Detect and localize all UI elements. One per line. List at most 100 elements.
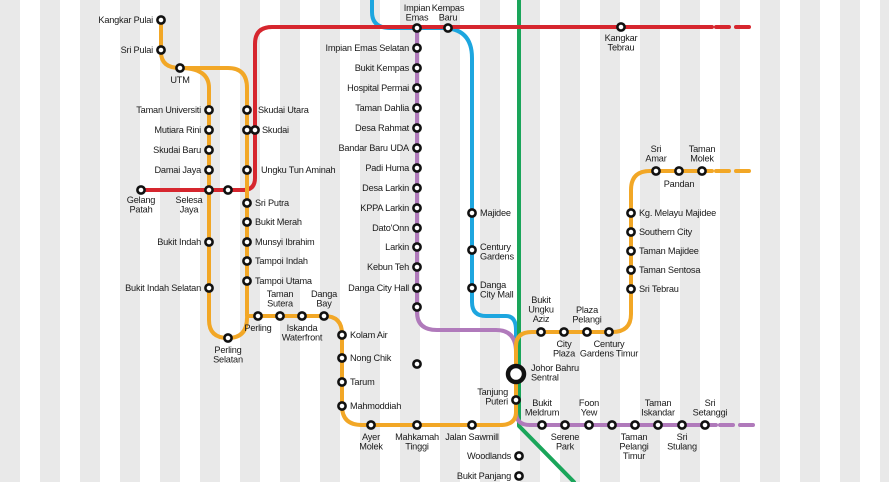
taman-majidee-station-marker[interactable] [626,246,636,256]
bukit-indah-label-line: Bukit Indah [157,237,201,247]
bukit-meldrum-station-marker[interactable] [537,420,547,430]
bukit-panjang-station-marker[interactable] [514,471,524,481]
taman-dahlia-station-marker[interactable] [412,103,422,113]
sri-tebrau-station-marker[interactable] [626,284,636,294]
ayer-molek-label-line: Molek [359,441,383,451]
skudai-utara-station-marker[interactable] [242,105,252,115]
pandan-station-marker[interactable] [674,166,684,176]
taman-sentosa-station-marker[interactable] [626,265,636,275]
woodlands-station-marker[interactable] [514,451,524,461]
taman-molek-station-marker[interactable] [697,166,707,176]
bukit-merah-label: Bukit Merah [255,217,302,227]
taman-pelangi-timur-second-marker[interactable] [630,420,640,430]
majidee-label-line: Majidee [480,208,511,218]
kg-melayu-majidee-label: Kg. Melayu Majidee [639,208,716,218]
bukit-ungku-aziz-station-marker[interactable] [536,327,546,337]
hospital-permai-station-marker[interactable] [412,83,422,93]
city-plaza-station-marker[interactable] [559,327,569,337]
kangkar-pulai-station-marker[interactable] [156,15,166,25]
danga-bay-station-marker[interactable] [319,311,329,321]
kebun-teh-station-marker[interactable] [412,262,422,272]
tanjung-puteri-station-marker[interactable] [511,395,521,405]
bukit-kempas-station-marker[interactable] [412,63,422,73]
sri-stulang-station-marker[interactable] [677,420,687,430]
bukit-indah-selatan-station-marker[interactable] [204,283,214,293]
perling-station-marker[interactable] [253,311,263,321]
tampoi-utama-station-marker[interactable] [242,276,252,286]
kg-melayu-majidee-station-marker[interactable] [626,208,636,218]
kangkar-tebrau-station-marker[interactable] [616,22,626,32]
sri-pulai-station-marker[interactable] [156,45,166,55]
impian-emas-selatan-station-marker[interactable] [412,43,422,53]
century-gardens-station-marker[interactable] [467,245,477,255]
mutiara-rini-station-marker[interactable] [204,125,214,135]
impian-emas-station-marker[interactable] [412,23,422,33]
plaza-pelangi-station-marker[interactable] [582,327,592,337]
padi-huma-station-marker[interactable] [412,163,422,173]
southern-city-station-marker[interactable] [626,227,636,237]
skudai-baru-station-marker[interactable] [204,145,214,155]
skudai-station-marker[interactable] [242,125,252,135]
damai-jaya-station-marker[interactable] [204,165,214,175]
taman-universiti-station-marker[interactable] [204,105,214,115]
jalan-sawmill-station-marker[interactable] [467,420,477,430]
tarum-station-marker[interactable] [337,377,347,387]
sri-amar-station-marker[interactable] [651,166,661,176]
munsyi-ibrahim-station-marker[interactable] [242,237,252,247]
bandar-baru-uda-station-marker[interactable] [412,143,422,153]
bukit-indah-station-marker[interactable] [204,237,214,247]
perling-selatan-station-marker[interactable] [223,333,233,343]
ayer-molek-station-marker[interactable] [366,420,376,430]
perling-label: Perling [244,323,271,333]
ungku-tun-aminah-station-marker[interactable] [242,165,252,175]
skudai-second-marker[interactable] [250,125,260,135]
danga-city-hall-station-marker[interactable] [412,283,422,293]
background-stripe [480,0,500,482]
danga-city-mall-station-marker[interactable] [467,283,477,293]
taman-iskandar-label-line: Taman [645,398,672,408]
impian-emas-selatan-label-line: Impian Emas Selatan [325,43,409,53]
johor-bahru-sentral-station-marker[interactable] [505,363,527,385]
dato-onn-station-marker[interactable] [412,223,422,233]
gelang-patah-station-marker[interactable] [136,185,146,195]
utm-label: UTM [170,75,189,85]
mahmoddiah-station-marker[interactable] [337,401,347,411]
majidee-station-marker[interactable] [467,208,477,218]
century-gardens-timur-station-marker[interactable] [604,327,614,337]
selesa-jaya-second-marker[interactable] [223,185,233,195]
sri-setanggi-station-marker[interactable] [700,420,710,430]
larkin-station-marker[interactable] [412,242,422,252]
desa-larkin-station-marker[interactable] [412,183,422,193]
green-line [517,0,576,482]
utm-station-marker[interactable] [175,63,185,73]
iskanda-waterfront-station-marker[interactable] [297,311,307,321]
sri-putra-station-marker[interactable] [242,198,252,208]
taman-iskandar-station-marker[interactable] [653,420,663,430]
kempas-baru-station-marker[interactable] [443,23,453,33]
desa-rahmat-station-marker[interactable] [412,123,422,133]
selesa-jaya-station-marker[interactable] [204,185,214,195]
background-stripe [760,0,780,482]
taman-pelangi-timur-label-line: Taman [621,432,648,442]
taman-sutera-station-marker[interactable] [275,311,285,321]
nong-chik-station-marker[interactable] [337,353,347,363]
kolam-air-label-line: Kolam Air [350,330,388,340]
tanjung-puteri-label-line: Tanjung [477,387,508,397]
kppa-larkin-station-marker[interactable] [412,203,422,213]
mahkamah-tinggi-station-marker[interactable] [412,420,422,430]
taman-universiti-label-line: Taman Universiti [136,105,201,115]
serene-park-station-marker[interactable] [560,420,570,430]
tampoi-indah-station-marker[interactable] [242,256,252,266]
sri-amar-label-line: Sri [651,144,662,154]
kolam-air-station-marker[interactable] [337,330,347,340]
taman-pelangi-timur-station-marker[interactable] [607,420,617,430]
taman-dahlia-label: Taman Dahlia [355,103,410,113]
unlabelled-purple-marker[interactable] [412,302,422,312]
unlabelled-purple-marker[interactable] [412,359,422,369]
route-lines [139,0,756,482]
bukit-merah-station-marker[interactable] [242,217,252,227]
foon-yew-station-marker[interactable] [584,420,594,430]
